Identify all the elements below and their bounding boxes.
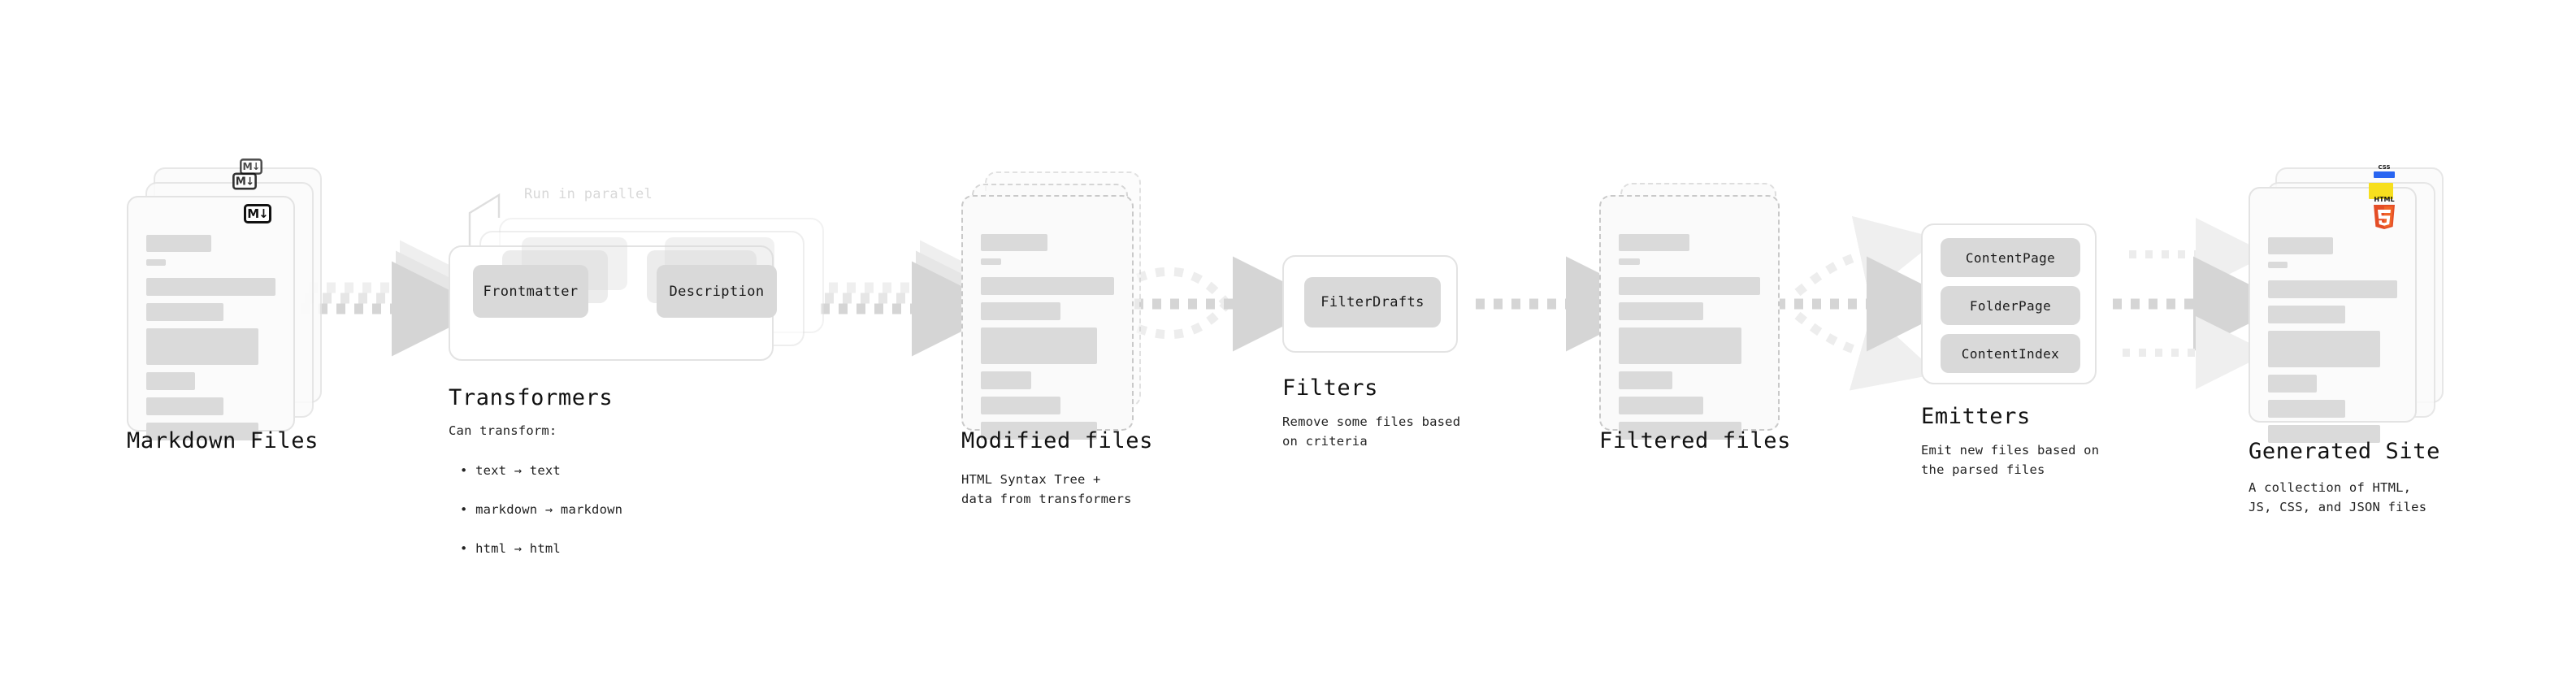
- stage-title-generated-site: Generated Site: [2249, 439, 2440, 464]
- emitter-pill-contentpage[interactable]: ContentPage: [1941, 238, 2080, 277]
- arrow-emitters-to-site: [2113, 218, 2288, 389]
- skeleton-line: [981, 258, 1001, 265]
- generated-site-subtitle: A collection of HTML, JS, CSS, and JSON …: [2249, 480, 2427, 515]
- arrow-modified-to-filters: [1134, 256, 1328, 352]
- filters-card: FilterDrafts: [1282, 255, 1458, 353]
- transformer-pill-label: Frontmatter: [483, 283, 579, 300]
- skeleton-line: [1619, 422, 1742, 440]
- skeleton-line: [2268, 375, 2318, 393]
- stage-title-filters: Filters: [1282, 375, 1378, 401]
- skeleton-line: [146, 397, 224, 415]
- stage-title-modified-files: Modified files: [961, 428, 1153, 453]
- skeleton-line: [146, 235, 211, 252]
- skeleton-line: [146, 372, 196, 390]
- transformer-pill-label: Description: [669, 283, 765, 300]
- skeleton-line: [981, 302, 1061, 320]
- skeleton-line: [2268, 425, 2381, 443]
- skeleton-line: [1619, 258, 1641, 265]
- skeleton-line: [146, 278, 275, 296]
- document-skeleton: [2268, 237, 2397, 450]
- transformers-bullets: • text → text • markdown → markdown • ht…: [460, 441, 622, 578]
- skeleton-line: [146, 303, 224, 321]
- filter-pill-label: FilterDrafts: [1321, 294, 1425, 310]
- transformers-bullet-item: • markdown → markdown: [460, 502, 623, 518]
- emitters-card: ContentPage FolderPage ContentIndex: [1921, 223, 2097, 384]
- run-in-parallel-note: Run in parallel: [524, 186, 653, 202]
- markdown-file-card: [127, 196, 295, 440]
- skeleton-line: [981, 422, 1097, 440]
- filter-pill-filterdrafts[interactable]: FilterDrafts: [1304, 277, 1441, 327]
- stage-title-transformers: Transformers: [449, 385, 614, 410]
- skeleton-line: [1619, 397, 1704, 414]
- skeleton-line: [981, 327, 1097, 364]
- transformers-subtitle: Can transform:: [449, 423, 557, 438]
- css-bar: [2374, 171, 2395, 178]
- modified-files-subtitle: HTML Syntax Tree + data from transformer…: [961, 472, 1132, 507]
- html5-logo-svg: HTML: [2374, 196, 2395, 229]
- css-icon: CSS: [2372, 165, 2396, 178]
- skeleton-line: [1619, 327, 1742, 364]
- skeleton-line: [2268, 331, 2381, 367]
- arrow-filtered-to-emitters: [1776, 215, 1962, 391]
- emitter-pill-label: ContentPage: [1965, 249, 2056, 266]
- document-skeleton: [146, 235, 275, 448]
- html5-icon: HTML: [2370, 195, 2398, 229]
- skeleton-line: [981, 234, 1047, 251]
- skeleton-line: [1619, 234, 1689, 251]
- skeleton-line: [2268, 262, 2288, 268]
- skeleton-line: [2268, 400, 2346, 418]
- modified-file-card: [961, 195, 1134, 440]
- transformer-pill-frontmatter[interactable]: Frontmatter: [473, 265, 588, 318]
- skeleton-line: [981, 277, 1114, 295]
- js-icon: [2369, 183, 2393, 199]
- skeleton-line: [1619, 302, 1704, 320]
- skeleton-line: [146, 259, 166, 266]
- transformer-pill-description[interactable]: Description: [657, 265, 777, 318]
- filters-subtitle: Remove some files based on criteria: [1282, 414, 1461, 449]
- skeleton-line: [146, 328, 259, 365]
- transformers-bullet-item: • text → text: [460, 463, 561, 479]
- skeleton-line: [1619, 371, 1673, 389]
- skeleton-line: [1619, 277, 1760, 295]
- stage-title-emitters: Emitters: [1921, 404, 2031, 429]
- emitters-subtitle: Emit new files based on the parsed files: [1921, 443, 2100, 478]
- markdown-icon: M↓: [244, 204, 271, 223]
- svg-text:HTML: HTML: [2374, 196, 2394, 203]
- emitter-pill-folderpage[interactable]: FolderPage: [1941, 286, 2080, 325]
- skeleton-line: [146, 423, 259, 440]
- skeleton-line: [2268, 237, 2333, 254]
- skeleton-line: [2268, 280, 2397, 298]
- markdown-icon: M↓: [240, 158, 262, 175]
- transformers-bullet-item: • html → html: [460, 541, 561, 557]
- filtered-file-card: [1599, 195, 1780, 440]
- document-skeleton: [1619, 234, 1760, 447]
- emitter-pill-label: ContentIndex: [1961, 345, 2060, 362]
- stage-title-markdown-files: Markdown Files: [127, 428, 319, 453]
- skeleton-line: [2268, 306, 2346, 323]
- emitter-pill-label: FolderPage: [1969, 297, 2052, 314]
- document-skeleton: [981, 234, 1114, 447]
- arrow-transformers-to-modified: [821, 240, 1015, 357]
- emitter-pill-contentindex[interactable]: ContentIndex: [1941, 334, 2080, 373]
- skeleton-line: [981, 397, 1061, 414]
- skeleton-line: [981, 371, 1032, 389]
- stage-title-filtered-files: Filtered files: [1599, 428, 1791, 453]
- markdown-icon: M↓: [232, 172, 257, 190]
